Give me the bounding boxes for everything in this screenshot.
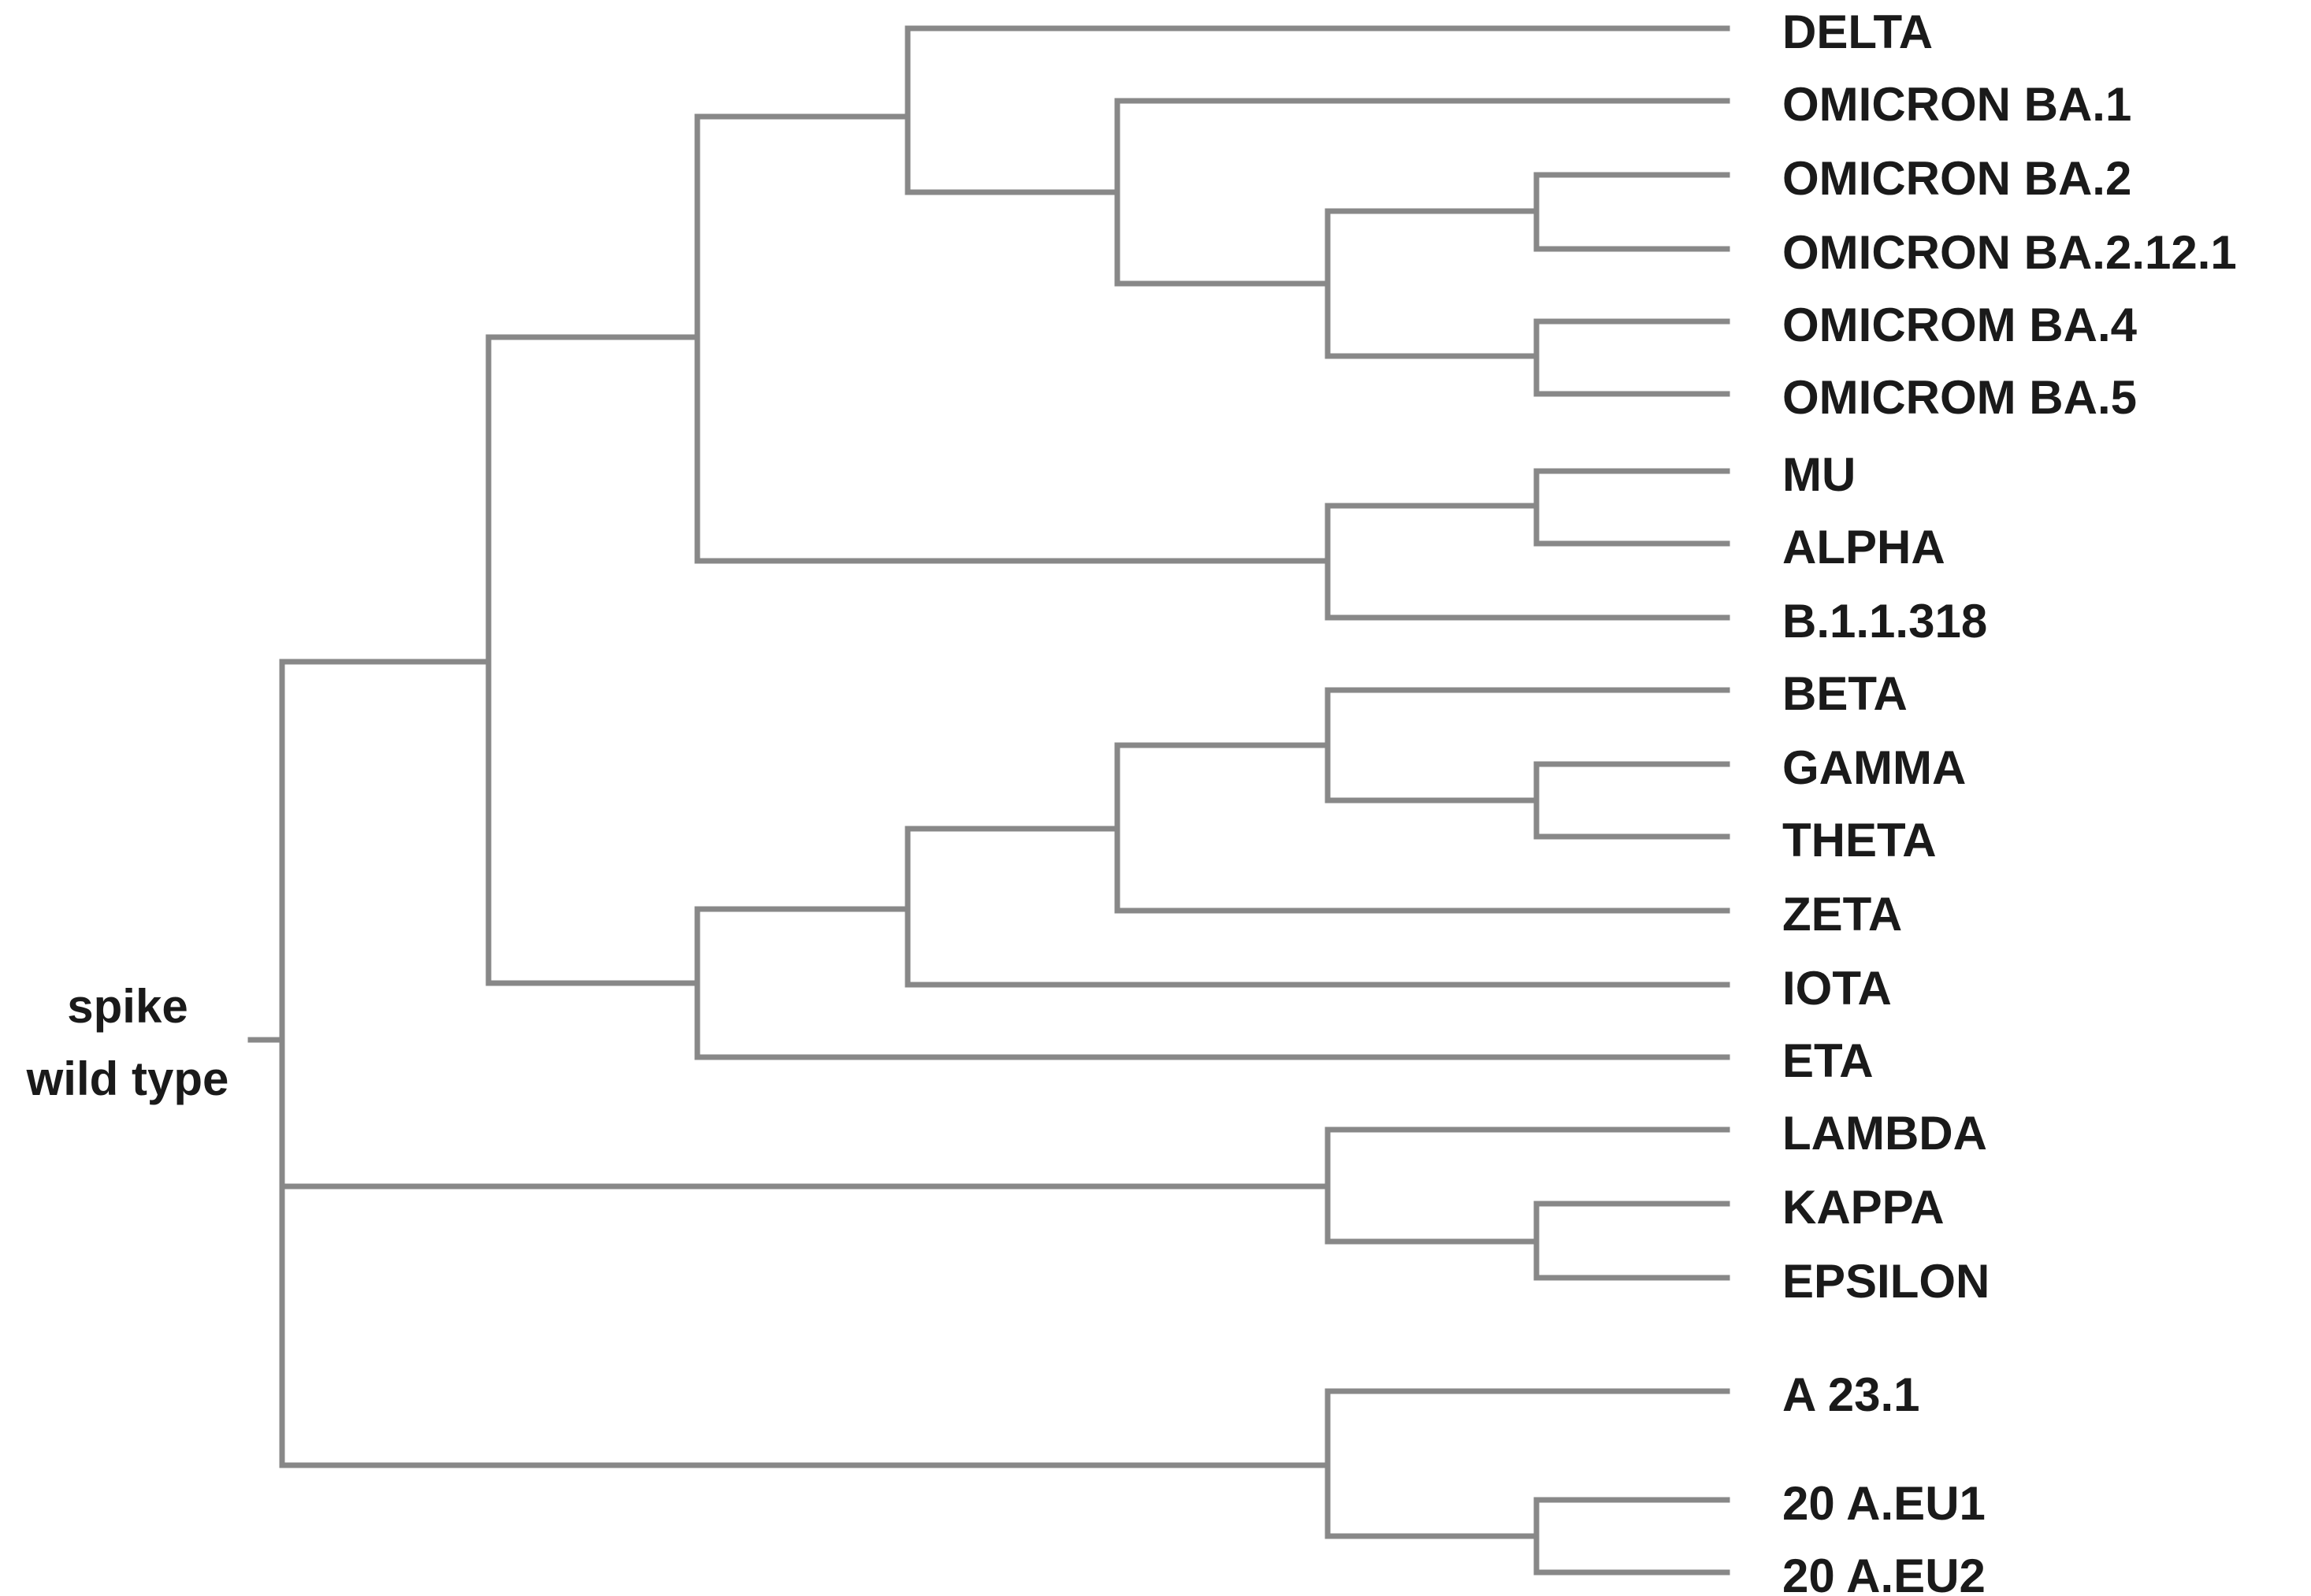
leaf-label-gamma: GAMMA xyxy=(1782,741,1966,794)
leaf-label-omicrom-ba5: OMICROM BA.5 xyxy=(1782,371,2137,424)
leaf-label-a231: A 23.1 xyxy=(1782,1368,1920,1421)
leaf-label-omicron-ba1: OMICRON BA.1 xyxy=(1782,78,2131,131)
leaf-label-omicron-ba2121: OMICRON BA.2.12.1 xyxy=(1782,226,2237,279)
leaf-label-eta: ETA xyxy=(1782,1034,1874,1087)
leaf-label-iota: IOTA xyxy=(1782,962,1892,1015)
leaf-label-epsilon: EPSILON xyxy=(1782,1255,1990,1308)
leaf-label-lambda: LAMBDA xyxy=(1782,1107,1987,1160)
leaf-label-theta: THETA xyxy=(1782,814,1937,867)
leaf-label-mu: MU xyxy=(1782,448,1856,501)
root-label-line2: wild type xyxy=(26,1052,229,1105)
leaf-label-omicrom-ba4: OMICROM BA.4 xyxy=(1782,299,2138,351)
leaf-label-b11318: B.1.1.318 xyxy=(1782,595,1987,648)
root-label-line1: spike xyxy=(67,980,188,1033)
leaf-label-zeta: ZETA xyxy=(1782,888,1902,941)
leaf-label-20aeu2: 20 A.EU2 xyxy=(1782,1550,1986,1596)
leaf-label-delta: DELTA xyxy=(1782,6,1933,58)
leaf-label-20aeu1: 20 A.EU1 xyxy=(1782,1477,1986,1530)
leaf-label-alpha: ALPHA xyxy=(1782,521,1945,573)
leaf-label-omicron-ba2: OMICRON BA.2 xyxy=(1782,152,2131,205)
leaf-label-kappa: KAPPA xyxy=(1782,1181,1945,1234)
leaf-label-beta: BETA xyxy=(1782,667,1908,720)
